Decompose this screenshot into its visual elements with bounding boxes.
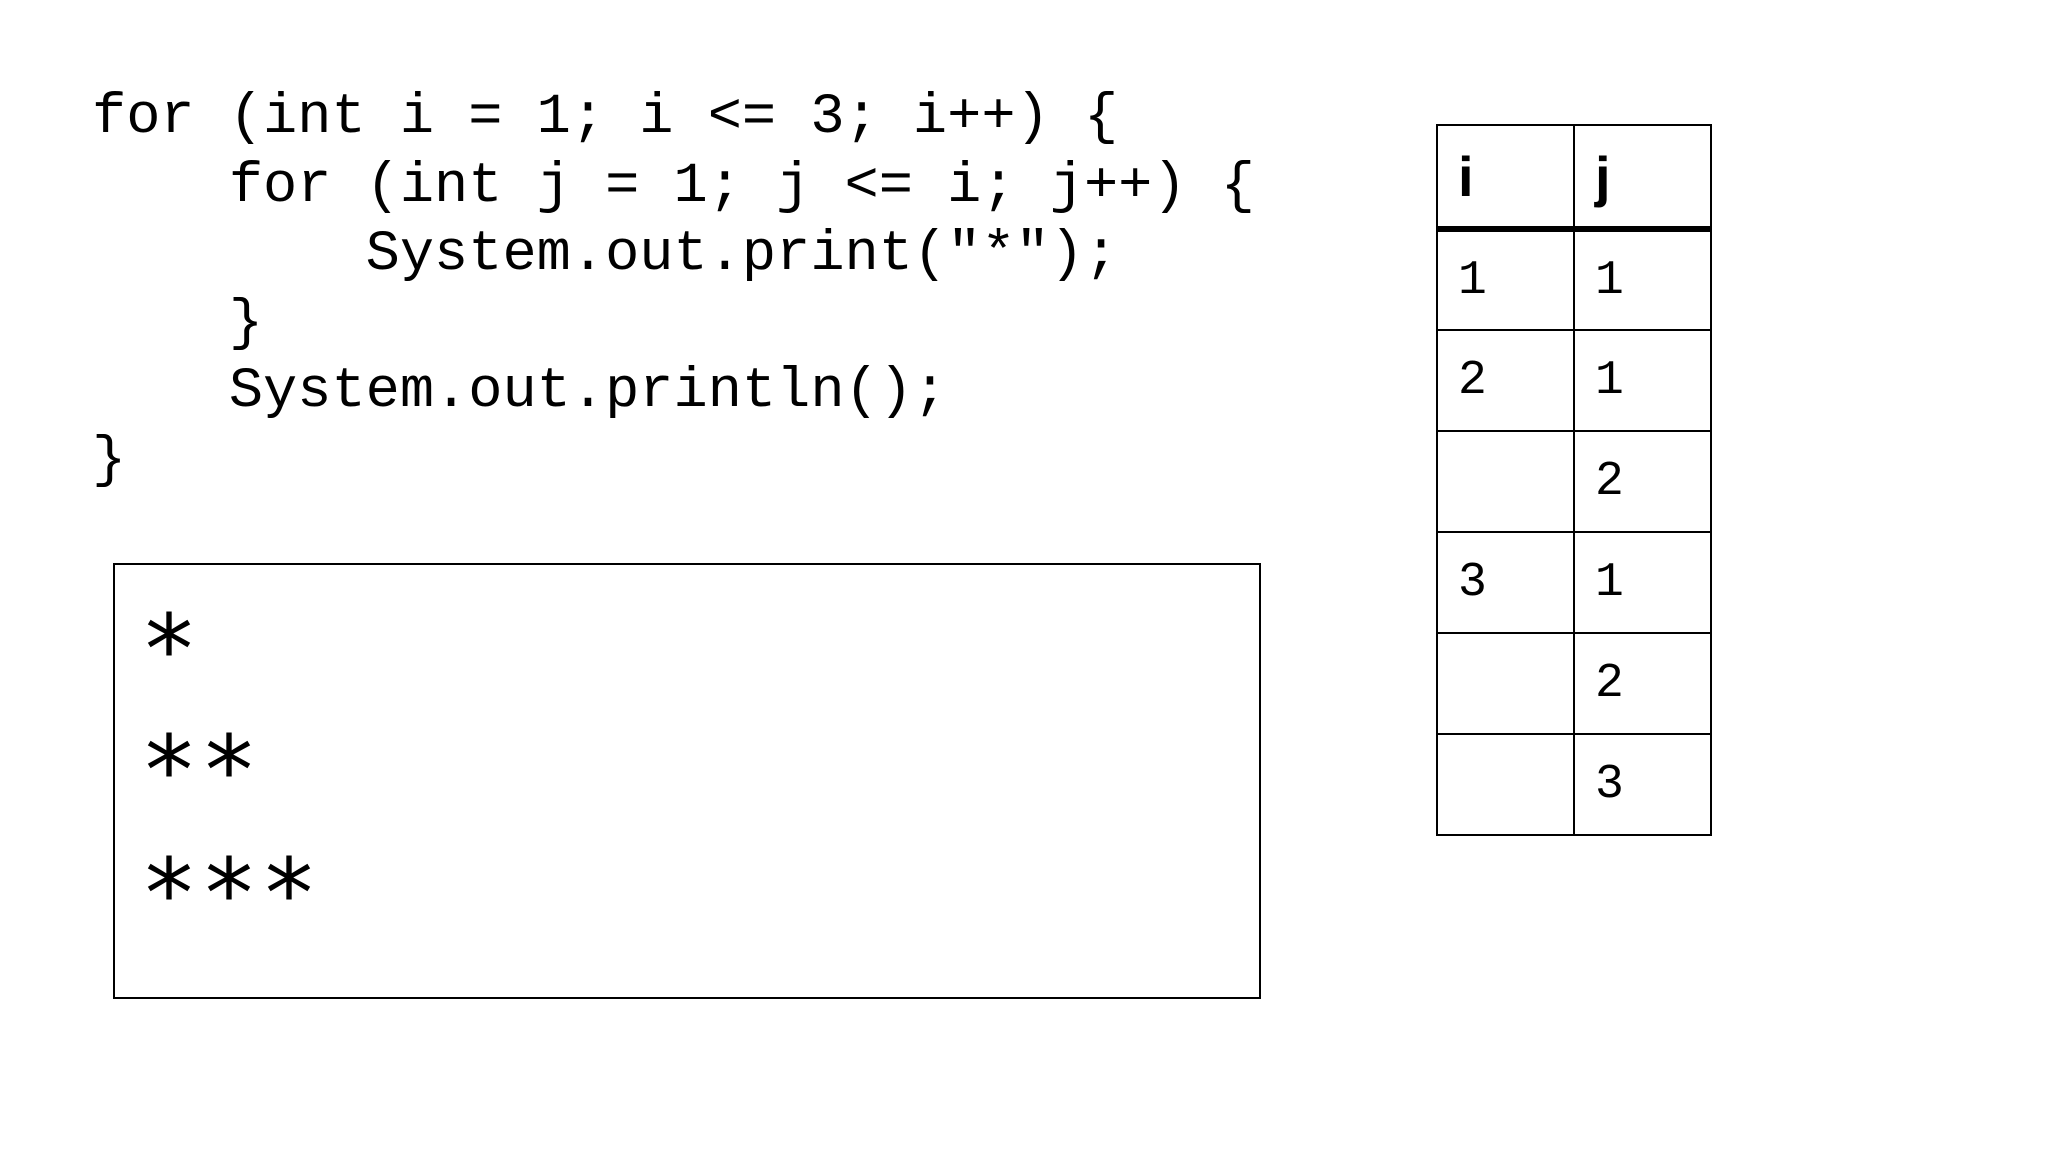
- table-row: 3: [1436, 733, 1712, 836]
- trace-cell-i: 1: [1436, 228, 1575, 331]
- trace-table-header-row: i j: [1436, 124, 1712, 232]
- trace-header-i: i: [1436, 124, 1575, 232]
- table-row: 1 1: [1436, 228, 1712, 331]
- trace-cell-i: 2: [1436, 329, 1575, 432]
- code-block: for (int i = 1; i <= 3; i++) { for (int …: [92, 84, 1255, 495]
- trace-cell-j: 2: [1573, 632, 1712, 735]
- code-line-outer-for: for (int i = 1; i <= 3; i++) {: [92, 86, 1119, 150]
- trace-cell-j: 3: [1573, 733, 1712, 836]
- code-line-outer-close: }: [92, 428, 127, 493]
- trace-cell-j: 2: [1573, 430, 1712, 533]
- trace-header-j: j: [1573, 124, 1712, 232]
- table-row: 2: [1436, 632, 1712, 735]
- table-row: 2 1: [1436, 329, 1712, 432]
- code-line-inner-close: }: [92, 291, 264, 356]
- trace-cell-i: 3: [1436, 531, 1575, 634]
- table-row: 3 1: [1436, 531, 1712, 634]
- output-line-2: **: [145, 715, 265, 827]
- trace-cell-j: 1: [1573, 531, 1712, 634]
- table-row: 2: [1436, 430, 1712, 533]
- output-box: * ** ***: [113, 563, 1261, 999]
- trace-cell-i: [1436, 430, 1575, 533]
- code-line-inner-for: for (int j = 1; j <= i; j++) {: [92, 154, 1255, 219]
- output-line-3: ***: [145, 838, 325, 950]
- trace-cell-j: 1: [1573, 228, 1712, 331]
- output-line-1: *: [145, 594, 205, 706]
- code-line-print: System.out.print("*");: [92, 223, 1119, 287]
- code-line-println: System.out.println();: [92, 360, 948, 424]
- trace-cell-i: [1436, 733, 1575, 836]
- trace-cell-j: 1: [1573, 329, 1712, 432]
- trace-cell-i: [1436, 632, 1575, 735]
- trace-table: i j 1 1 2 1 2 3 1 2 3: [1436, 124, 1712, 836]
